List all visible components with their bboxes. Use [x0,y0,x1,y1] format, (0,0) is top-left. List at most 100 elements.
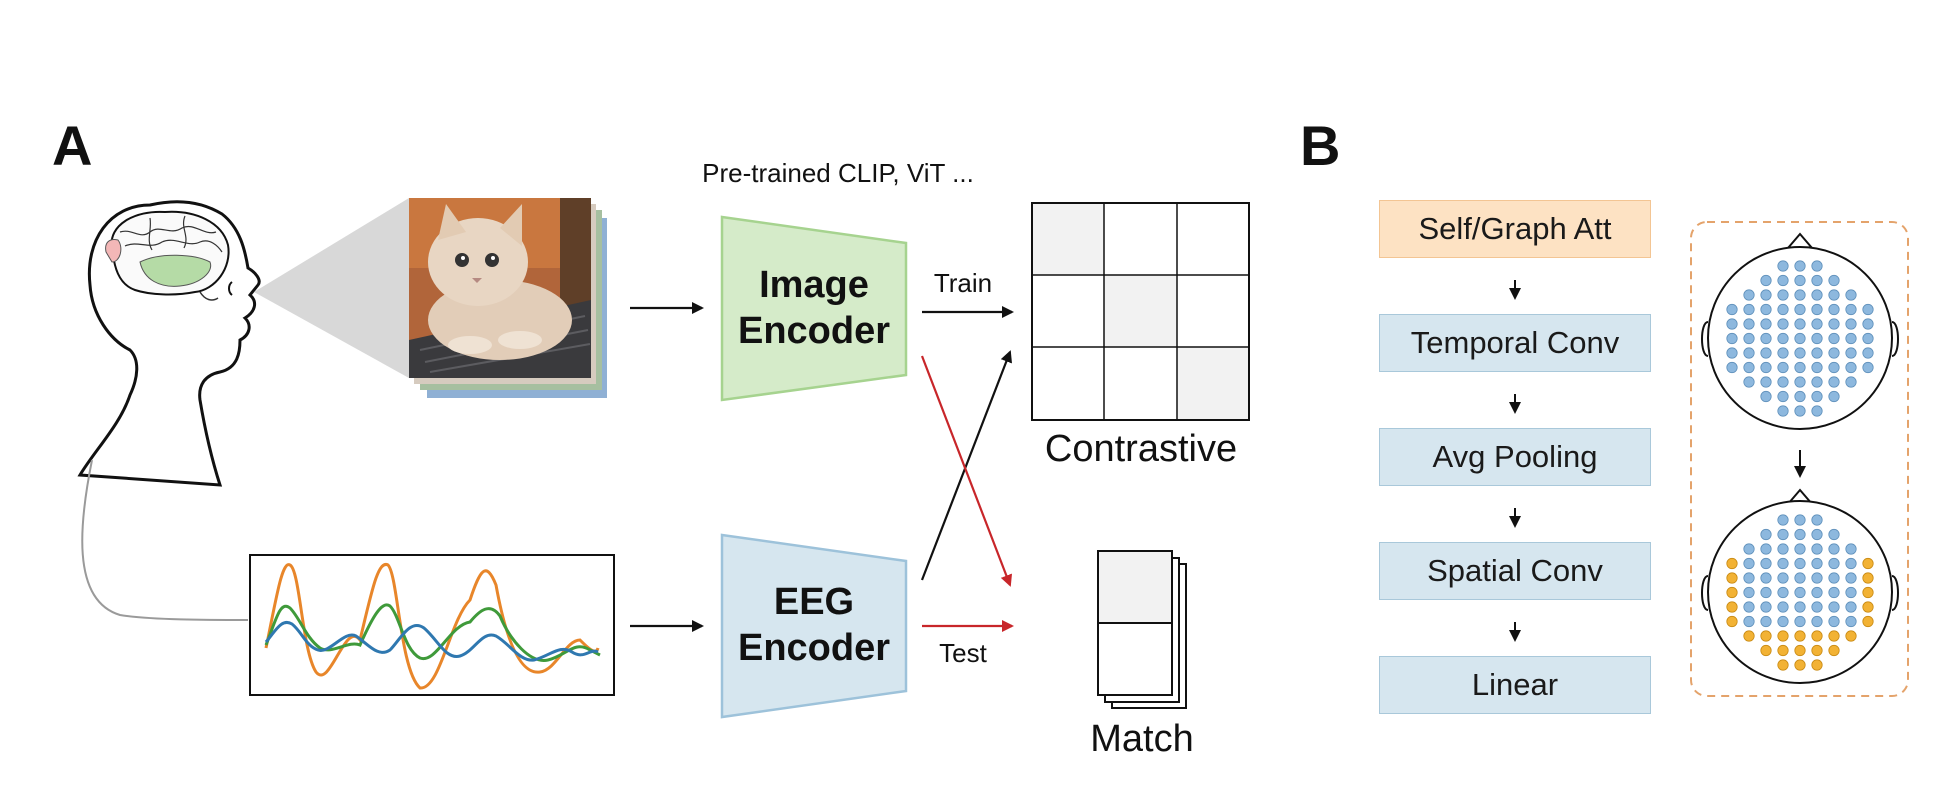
electrode-dot [1794,390,1806,403]
electrode-dot [1760,630,1772,642]
pretrained-caption: Pre-trained CLIP, ViT ... [702,158,974,188]
electrode-dot [1862,615,1874,628]
panel-a-letter: A [52,114,93,177]
contrastive-matrix [1031,202,1250,421]
electrode-dot [1828,390,1840,403]
image-encoder-shape [720,215,908,402]
brain-icon [105,210,230,301]
electrode-dot [1760,615,1772,628]
electrode-dot [1845,557,1857,570]
electrode-dot [1811,644,1823,657]
electrode-dot [1845,361,1857,374]
electrode-dot [1811,543,1823,555]
image-encoder-label: Image Encoder [737,263,891,352]
electrode-dot [1760,318,1772,330]
electrode-dot [1777,390,1789,403]
block-label: Temporal Conv [1410,325,1620,360]
electrode-dot [1811,361,1823,374]
electrode-dot [1794,557,1806,570]
electrode-dot [1777,644,1789,657]
electrode-dot [1743,361,1755,374]
electrode-dot [1726,557,1738,570]
electrode-dot [1845,543,1857,555]
electrode-dot [1811,376,1823,388]
electrode-dot [1828,557,1840,570]
block-self-graph-att: Self/Graph Att [1379,200,1651,258]
electrode-dot [1845,376,1857,388]
electrode-dot [1811,318,1823,330]
electrode-dot [1811,615,1823,628]
block-label: Avg Pooling [1432,439,1598,474]
electrode-dot [1794,347,1806,359]
electrode-dot [1743,543,1755,555]
electrode-dot [1743,586,1755,599]
electrode-dot [1862,332,1874,345]
test-label: Test [939,638,987,668]
electrode-dot [1811,274,1823,287]
electrode-dot [1760,289,1772,301]
electrode-dot [1794,376,1806,388]
electrode-dot [1743,376,1755,388]
electrode-dot [1760,644,1772,657]
electrode-dot [1726,332,1738,345]
electrode-dot [1794,318,1806,330]
electrode-dot [1777,260,1789,272]
electrode-dot [1828,586,1840,599]
electrode-dot [1828,615,1840,628]
electrode-dot [1743,615,1755,628]
electrode-dot [1828,347,1840,359]
electrode-dot [1743,630,1755,642]
electrode-dot [1845,347,1857,359]
electrode-dot [1845,572,1857,584]
electrode-dot [1828,644,1840,657]
electrode-dot [1845,601,1857,613]
electrode-dot [1777,659,1789,671]
electrode-dot [1811,630,1823,642]
electrode-dot [1743,318,1755,330]
electrode-dot [1777,318,1789,330]
electrode-dot [1794,514,1806,526]
block-temporal-conv: Temporal Conv [1379,314,1651,372]
eeg-encoder-label: EEG Encoder [737,581,891,669]
electrode-dot [1845,289,1857,301]
electrode-dot [1828,289,1840,301]
electrode-dot [1760,572,1772,584]
electrode-dot [1828,630,1840,642]
electrode-dot [1845,586,1857,599]
block-label: Spatial Conv [1427,553,1603,588]
electrode-dot [1743,332,1755,345]
electrode-dot [1794,289,1806,301]
electrode-dot [1862,572,1874,584]
electrode-dot [1760,274,1772,287]
block-avg-pooling: Avg Pooling [1379,428,1651,486]
electrode-dot [1743,557,1755,570]
electrode-dot [1777,289,1789,301]
block-label: Linear [1471,667,1559,702]
image-test-arrow [920,355,1013,587]
electrode-dot [1777,332,1789,345]
electrode-dot [1760,332,1772,345]
electrode-dot [1794,274,1806,287]
electrode-map-bottom [1701,488,1899,684]
electrode-dot [1777,630,1789,642]
block-linear: Linear [1379,656,1651,714]
electrode-dot [1726,303,1738,316]
electrode-dot [1726,586,1738,599]
electrode-dot [1794,303,1806,316]
electrode-dot [1845,615,1857,628]
electrode-dot [1743,303,1755,316]
contrastive-label: Contrastive [1044,428,1238,470]
electrode-dot [1794,260,1806,272]
electrode-dot [1777,557,1789,570]
electrode-dot [1828,361,1840,374]
electrode-dot [1794,659,1806,671]
electrode-dot [1811,528,1823,541]
electrode-dot [1828,543,1840,555]
electrode-dot [1777,405,1789,417]
electrode-dot [1794,615,1806,628]
electrode-dot [1777,361,1789,374]
electrode-dot [1811,601,1823,613]
electrode-dot [1845,318,1857,330]
block-label: Self/Graph Att [1418,211,1612,246]
